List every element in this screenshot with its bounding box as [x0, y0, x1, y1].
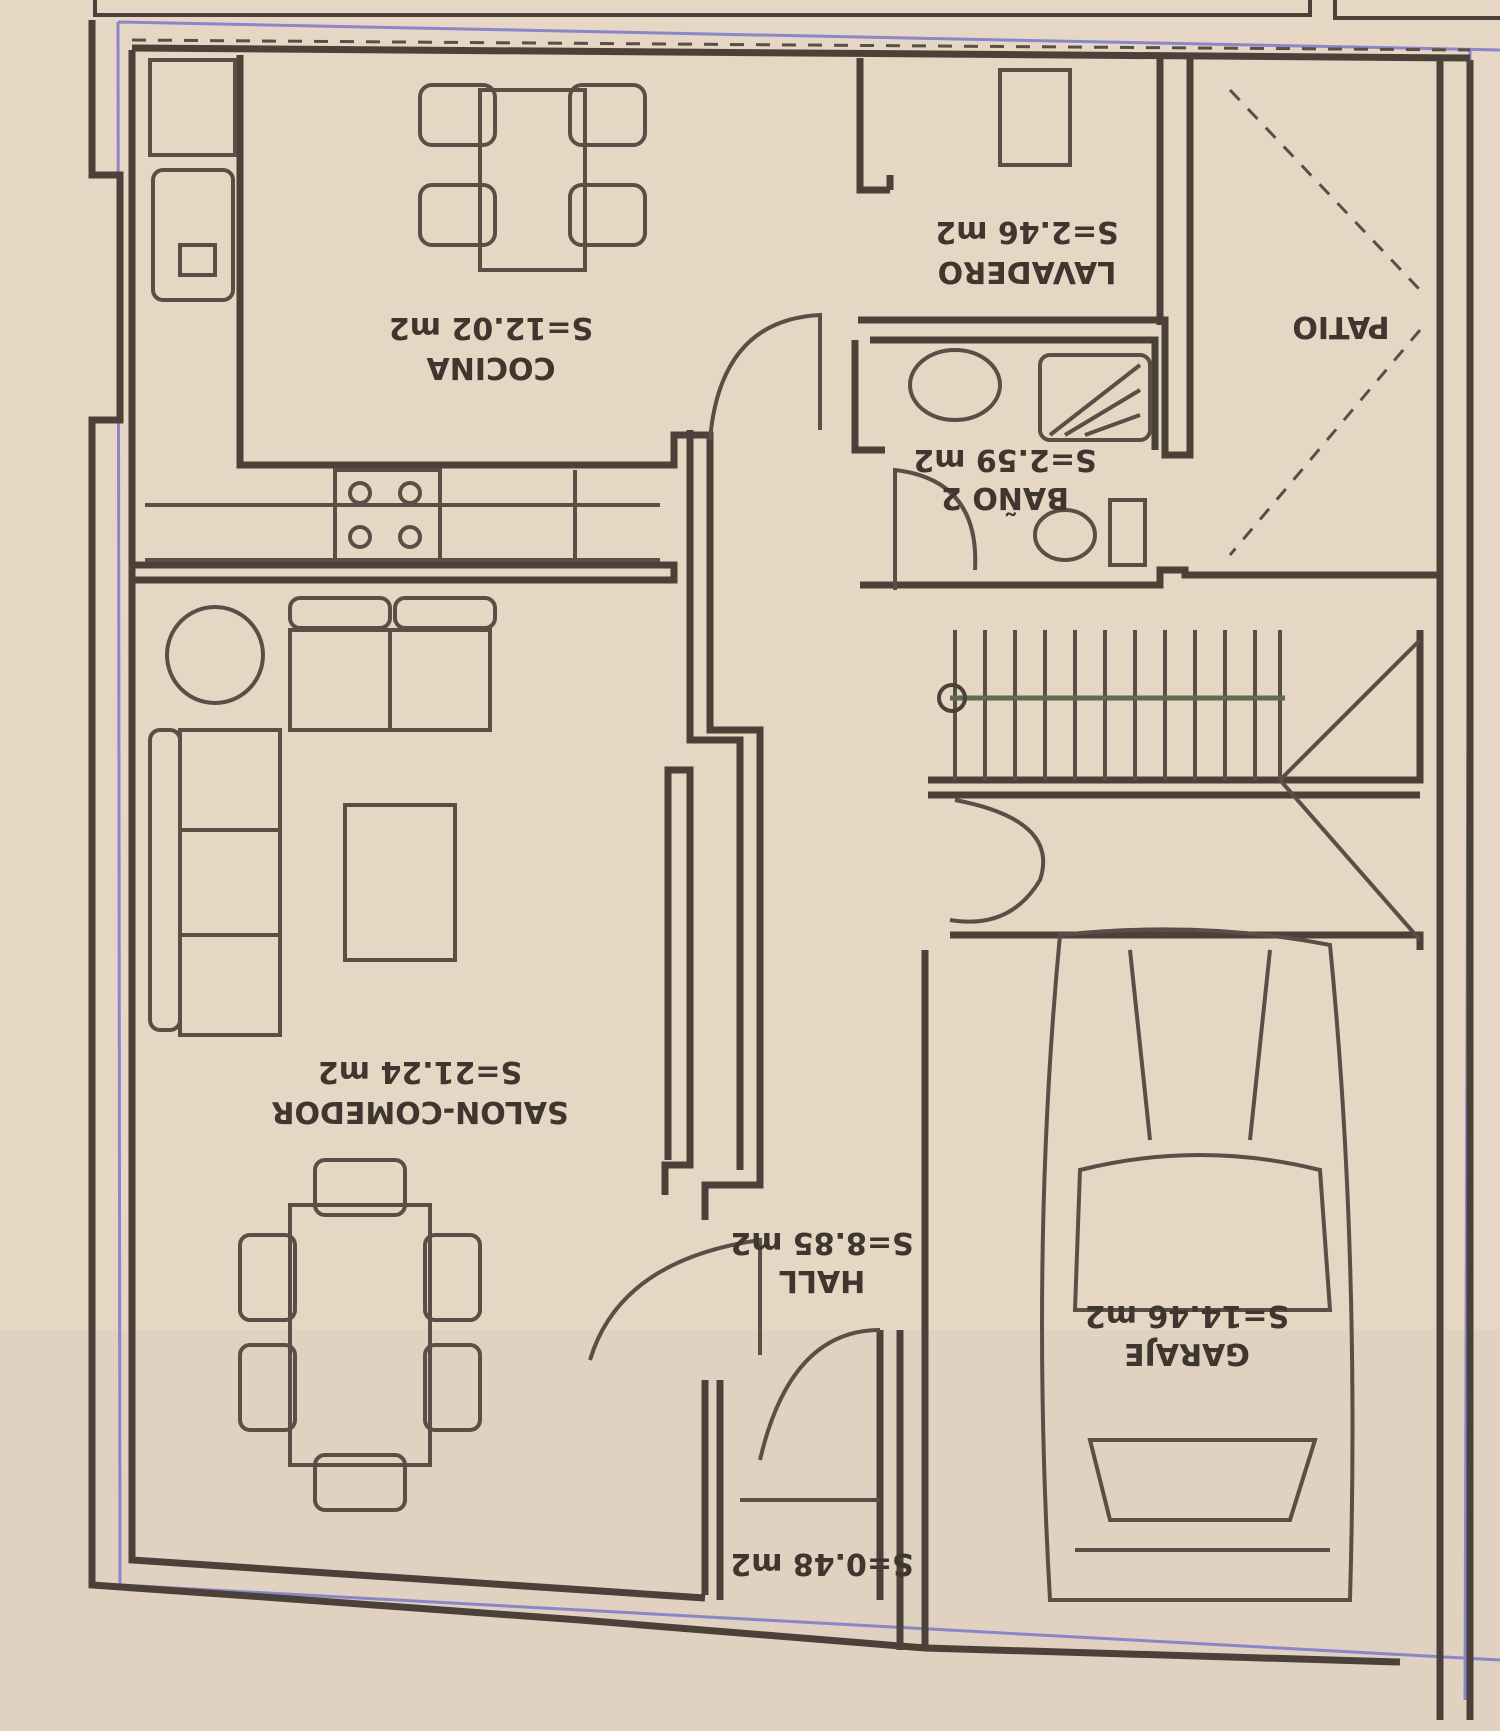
kitchen-furniture — [145, 58, 660, 562]
chair — [568, 183, 647, 247]
toilet — [1033, 508, 1097, 562]
doors — [588, 312, 1046, 1502]
label-cocina: COCINA S=12.02 m2 — [389, 310, 593, 385]
chair — [313, 1453, 407, 1512]
salon-door — [588, 1237, 762, 1361]
label-lavadero: LAVADERO S=2.46 m2 — [935, 214, 1118, 289]
label-salon: SALON-COMEDOR S=21.24 m2 — [271, 1054, 568, 1129]
chair — [418, 83, 497, 147]
washbasin — [908, 348, 1002, 422]
washer — [998, 68, 1072, 167]
sofa — [178, 728, 282, 1037]
room-area: S=2.59 m2 — [913, 442, 1096, 477]
room-area: S=2.46 m2 — [935, 214, 1118, 249]
interior-walls — [132, 55, 1440, 1650]
car-outline — [1040, 927, 1355, 1602]
room-area: S=21.24 m2 — [318, 1054, 522, 1089]
room-name: SALON-COMEDOR — [271, 1094, 568, 1129]
label-garaje: GARAJE S=14.46 m2 — [1085, 1298, 1289, 1371]
chair — [418, 183, 497, 247]
stairs — [937, 630, 1422, 942]
kitchen-door — [708, 312, 822, 441]
dining-table — [288, 1203, 432, 1467]
room-area: S=0.48 m2 — [730, 1546, 913, 1581]
room-area: S=12.02 m2 — [389, 310, 593, 345]
label-hall: HALL S=8.85 m2 — [730, 1225, 913, 1298]
cooktop — [333, 468, 442, 562]
exterior-walls — [88, 20, 1474, 1720]
garage-door — [949, 798, 1046, 924]
top-edge — [93, 0, 1500, 20]
coffee-table — [343, 803, 457, 962]
chair — [313, 1158, 407, 1217]
chair — [238, 1233, 297, 1322]
label-entry: S=0.48 m2 — [730, 1546, 913, 1581]
salon-furniture — [148, 596, 497, 1512]
chair — [423, 1343, 482, 1432]
chair — [568, 83, 647, 147]
bath-door — [893, 467, 978, 590]
plant — [165, 605, 265, 705]
patio-hatch — [1228, 88, 1422, 556]
room-name: PATIO — [1292, 309, 1389, 344]
chair — [238, 1343, 297, 1432]
laundry-bath-fixtures — [908, 68, 1152, 567]
room-area: S=14.46 m2 — [1085, 1298, 1289, 1333]
entry-door — [758, 1328, 881, 1461]
chair — [423, 1233, 482, 1322]
sink — [151, 168, 235, 302]
room-name: BAÑO 2 — [941, 480, 1069, 517]
room-name: GARAJE — [1124, 1336, 1250, 1371]
shower — [1038, 353, 1152, 442]
room-area: S=8.85 m2 — [730, 1225, 913, 1260]
shadow — [0, 1330, 1500, 1731]
room-name: COCINA — [426, 350, 556, 385]
kitchen-table — [478, 88, 587, 272]
room-name: LAVADERO — [938, 254, 1117, 289]
label-bano: BAÑO 2 S=2.59 m2 — [913, 442, 1096, 517]
stair-arrow-start — [937, 683, 967, 713]
room-name: HALL — [779, 1263, 866, 1298]
label-patio: PATIO — [1292, 309, 1389, 344]
